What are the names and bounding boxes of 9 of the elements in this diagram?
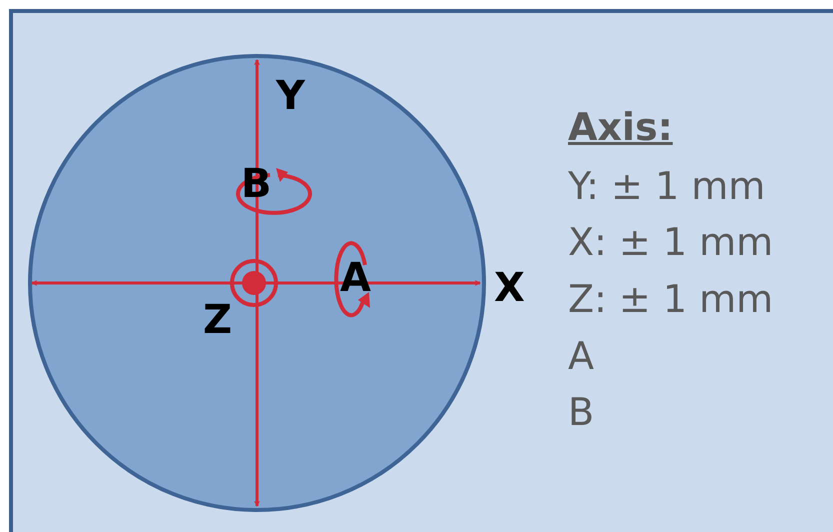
- axis-label: Z: [203, 300, 232, 340]
- legend-text: X: ± 1 mm: [568, 223, 774, 261]
- axis-label: Y: [276, 76, 305, 116]
- legend-text: Y: ± 1 mm: [568, 167, 766, 205]
- legend-heading: Axis:: [568, 108, 673, 146]
- legend-text: A: [568, 337, 594, 375]
- axis-label: X: [494, 268, 525, 308]
- legend-text: B: [568, 393, 594, 431]
- legend-text: Z: ± 1 mm: [568, 280, 774, 318]
